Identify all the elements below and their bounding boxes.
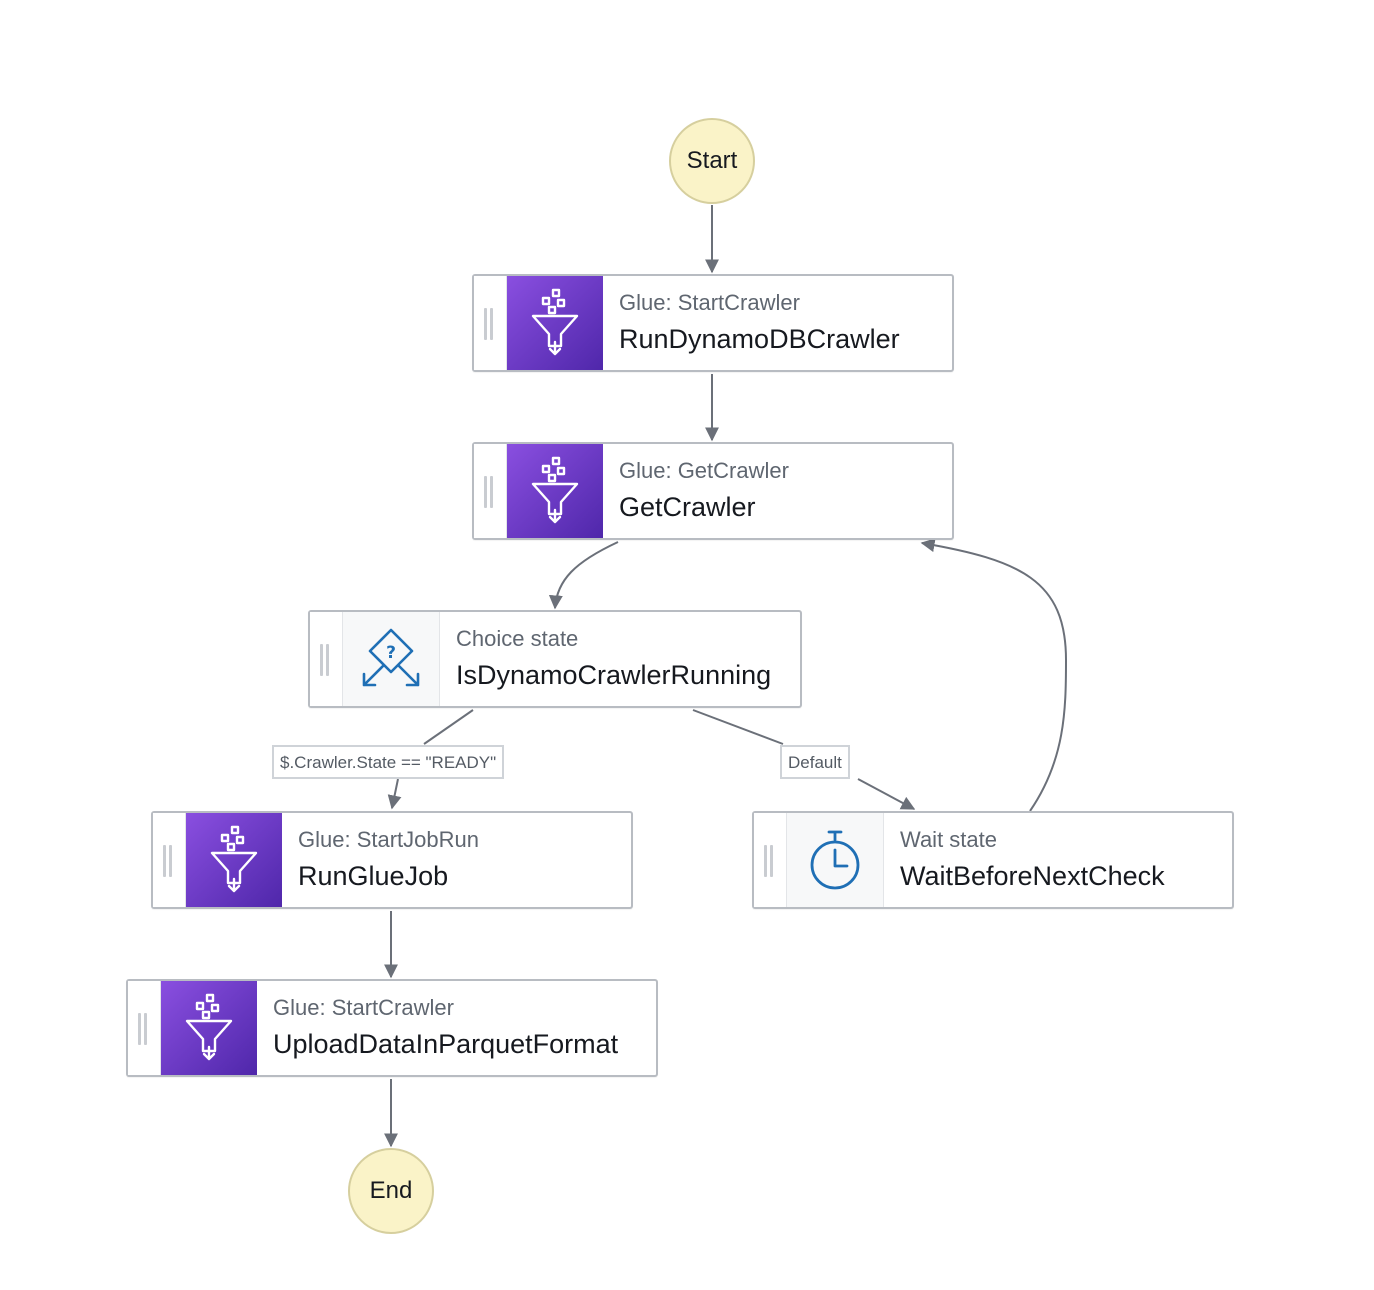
edge-ready-label-to-run-glue-job: [387, 778, 402, 810]
edge-wait-loop-back-to-get-crawler: [920, 538, 1068, 812]
state-name: GetCrawler: [619, 492, 756, 522]
state-run-dynamodb-crawler[interactable]: Glue: StartCrawler RunDynamoDBCrawler: [472, 274, 954, 372]
state-upload-data-in-parquet-format[interactable]: Glue: StartCrawler UploadDataInParquetFo…: [126, 979, 658, 1077]
state-name: UploadDataInParquetFormat: [273, 1029, 619, 1059]
drag-handle[interactable]: [128, 981, 161, 1075]
glue-funnel-icon: [161, 981, 257, 1075]
drag-handle[interactable]: [310, 612, 343, 706]
state-kind: Glue: StartJobRun: [298, 827, 479, 852]
drag-handle[interactable]: [754, 813, 787, 907]
state-name: RunGlueJob: [298, 861, 449, 891]
svg-text:?: ?: [386, 643, 396, 663]
drag-handle[interactable]: [474, 444, 507, 538]
state-kind: Choice state: [456, 626, 579, 651]
state-wait-before-next-check[interactable]: Wait state WaitBeforeNextCheck: [752, 811, 1234, 909]
edge-label-default[interactable]: Default: [780, 745, 850, 779]
edge-choice-to-run-glue-job: [423, 709, 474, 745]
state-is-dynamo-crawler-running[interactable]: ? Choice state IsDynamoCrawlerRunning: [308, 610, 802, 708]
glue-funnel-icon: [507, 444, 603, 538]
state-get-crawler[interactable]: Glue: GetCrawler GetCrawler: [472, 442, 954, 540]
state-name: WaitBeforeNextCheck: [900, 861, 1165, 891]
state-run-glue-job[interactable]: Glue: StartJobRun RunGlueJob: [151, 811, 633, 909]
glue-funnel-icon: [186, 813, 282, 907]
edge-label-ready-condition[interactable]: $.Crawler.State == "READY": [272, 745, 505, 779]
edge-choice-to-default-label: [692, 709, 784, 745]
drag-handle[interactable]: [153, 813, 186, 907]
stopwatch-icon: [787, 813, 884, 907]
state-kind: Glue: StartCrawler: [619, 290, 800, 315]
glue-funnel-icon: [507, 276, 603, 370]
end-label: End: [369, 1177, 413, 1204]
drag-handle[interactable]: [474, 276, 507, 370]
start-node[interactable]: Start: [669, 118, 755, 204]
state-name: RunDynamoDBCrawler: [619, 324, 900, 354]
state-kind: Glue: StartCrawler: [273, 995, 454, 1020]
state-kind: Wait state: [900, 827, 997, 852]
edge-get-crawler-to-choice: [548, 541, 619, 610]
state-name: IsDynamoCrawlerRunning: [456, 660, 772, 690]
start-label: Start: [686, 147, 738, 174]
end-node[interactable]: End: [348, 1148, 434, 1234]
state-kind: Glue: GetCrawler: [619, 458, 789, 483]
edge-default-label-to-wait: [857, 778, 916, 810]
choice-diamond-icon: ?: [343, 612, 440, 706]
